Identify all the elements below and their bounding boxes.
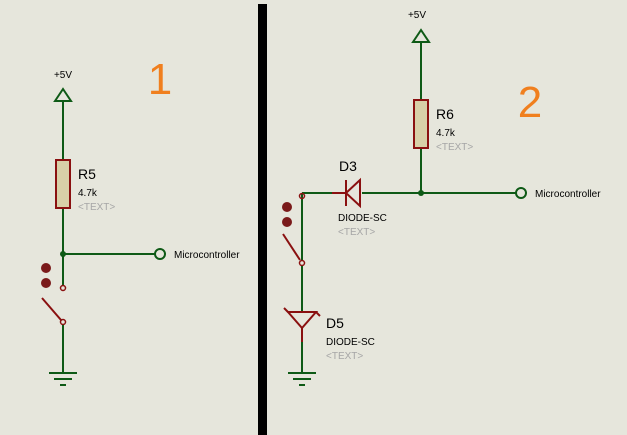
d5-type-label: DIODE-SC <box>326 337 375 348</box>
resistor-r5 <box>55 159 71 209</box>
r6-ref-label: R6 <box>436 106 454 122</box>
switch-1-contact-bottom <box>59 318 67 326</box>
r6-template-text: <TEXT> <box>436 142 473 153</box>
d3-type-label: DIODE-SC <box>338 213 387 224</box>
diode-d3-body <box>344 177 361 209</box>
r5-value-label: 4.7k <box>78 188 98 199</box>
ground-1 <box>49 372 77 386</box>
diode-d5-zener-bar <box>283 307 321 317</box>
resistor-r6 <box>413 99 429 149</box>
switch-2-contact-bottom <box>298 259 306 267</box>
power-label-2: +5V <box>408 10 426 21</box>
switch-1-contact-top <box>59 284 67 292</box>
section-number-1: 1 <box>148 55 172 104</box>
r5-ref-label: R5 <box>78 166 96 182</box>
switch-2-button-top <box>282 202 292 212</box>
diode-d5 <box>283 307 321 342</box>
switch-2-lever <box>282 233 301 261</box>
power-label-1: +5V <box>54 70 72 81</box>
diode-d3 <box>332 177 361 209</box>
section-number-2: 2 <box>518 78 542 127</box>
r6-value-label: 4.7k <box>436 128 456 139</box>
d5-template-text: <TEXT> <box>326 351 363 362</box>
junction-dot-1 <box>60 251 66 257</box>
terminal-1 <box>154 248 166 260</box>
switch-2-button-bottom <box>282 217 292 227</box>
switch-1 <box>41 263 67 326</box>
switch-1-button-bottom <box>41 278 51 288</box>
circuit-2: 2 +5V Microcontroller R6 4.7k <TEXT> D3 … <box>282 10 601 386</box>
circuit-1: 1 +5V Microcontroller R5 4.7k <TEXT> <box>41 55 240 386</box>
switch-2-contact-top <box>298 192 306 200</box>
switch-1-lever <box>41 297 62 321</box>
divider-bar <box>258 4 267 435</box>
terminal-label-2: Microcontroller <box>535 189 601 200</box>
d5-ref-label: D5 <box>326 315 344 331</box>
d3-ref-label: D3 <box>339 158 357 174</box>
ground-2 <box>288 372 316 386</box>
junction-dot-2 <box>418 190 424 196</box>
d3-template-text: <TEXT> <box>338 227 375 238</box>
r5-template-text: <TEXT> <box>78 202 115 213</box>
switch-2 <box>282 192 306 267</box>
switch-1-button-top <box>41 263 51 273</box>
terminal-2 <box>515 187 527 199</box>
terminal-label-1: Microcontroller <box>174 250 240 261</box>
